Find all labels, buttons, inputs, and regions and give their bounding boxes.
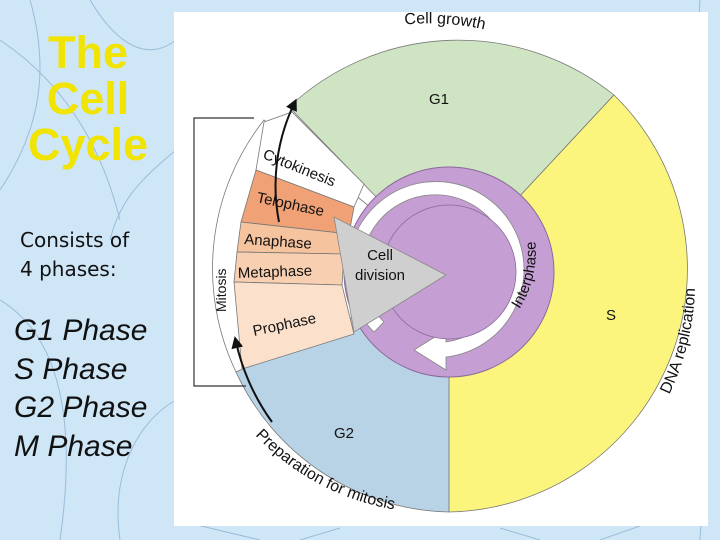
phase-list-item: M Phase [14, 429, 133, 463]
cell-division-label-line-1: Cell [367, 247, 393, 264]
s-label: S [606, 307, 616, 324]
phase-list-item: G2 Phase [14, 391, 148, 424]
cell-division-label-line-2: division [355, 267, 405, 284]
cell-cycle-diagram: Cell growth DNA replication Preparation … [174, 12, 708, 526]
mitosis-bracket [193, 117, 254, 387]
g2-label: G2 [334, 425, 354, 442]
subtitle-line: Consists of [20, 228, 130, 252]
title-line: The [47, 27, 128, 78]
cell-division-wedge [333, 216, 447, 333]
metaphase-label: Metaphase [238, 262, 313, 282]
g1-sector [288, 39, 615, 273]
s-sector [448, 94, 688, 513]
slide-title: The Cell Cycle [0, 30, 176, 168]
title-line: Cell [46, 73, 130, 124]
cycle-arrow-bottom [231, 336, 273, 423]
title-line: Cycle [27, 119, 149, 170]
subtitle-line: 4 phases: [20, 257, 117, 281]
mitosis-label: Mitosis [213, 268, 229, 312]
phase-list-item: G1 Phase [14, 314, 148, 347]
phase-list: G1 Phase S Phase G2 Phase M Phase [14, 312, 184, 466]
interphase-arrow [347, 181, 525, 371]
cycle-arrow-top [274, 98, 297, 223]
phase-list-item: S Phase [14, 352, 128, 386]
anaphase-label: Anaphase [244, 231, 313, 253]
g1-label: G1 [429, 91, 449, 108]
subtitle: Consists of 4 phases: [20, 226, 170, 284]
